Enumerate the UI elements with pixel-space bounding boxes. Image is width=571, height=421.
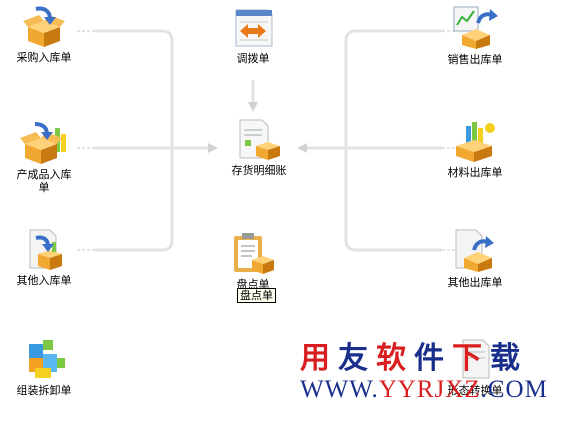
doc-convert-icon bbox=[462, 339, 490, 379]
other-in-node[interactable]: 其他入库单 bbox=[0, 228, 94, 287]
stock-detail-node[interactable]: 存货明细账 bbox=[209, 116, 309, 177]
product-in-label-line1: 产成品入库 bbox=[16, 168, 72, 181]
watermark-url: WWW.YYRJXZ.COM bbox=[300, 376, 570, 404]
box-bars-icon bbox=[456, 122, 495, 162]
watermark-url-domain: YYRJXZ bbox=[378, 376, 481, 403]
watermark-url-www: WWW. bbox=[300, 376, 379, 403]
stocktake-label: 盘点单 bbox=[236, 278, 270, 291]
stocktake-node[interactable]: 盘点单 bbox=[203, 230, 303, 291]
other-in-label: 其他入库单 bbox=[16, 274, 72, 287]
stock-detail-label: 存货明细账 bbox=[231, 164, 287, 177]
purchase-in-node[interactable]: 采购入库单 bbox=[0, 5, 94, 64]
watermark-cn: 用友软件下载 bbox=[300, 342, 570, 376]
chart-box-out-icon bbox=[453, 6, 498, 49]
watermark-char: 用 bbox=[300, 341, 338, 376]
form-convert-label: 形态转换单 bbox=[447, 384, 503, 397]
watermark: 用友软件下载 WWW.YYRJXZ.COM bbox=[300, 342, 570, 404]
ledger-icon bbox=[239, 119, 280, 160]
blocks-icon bbox=[29, 340, 65, 378]
transfer-node[interactable]: 调拨单 bbox=[203, 6, 303, 65]
box-chart-in-icon bbox=[20, 122, 66, 164]
form-convert-node[interactable]: 形态转换单 bbox=[425, 338, 525, 397]
watermark-url-tld: .COM bbox=[480, 376, 548, 403]
other-out-node[interactable]: 其他出库单 bbox=[425, 228, 525, 289]
sales-out-label: 销售出库单 bbox=[447, 53, 503, 66]
purchase-in-label: 采购入库单 bbox=[16, 51, 72, 64]
sales-out-node[interactable]: 销售出库单 bbox=[425, 5, 525, 66]
transfer-label: 调拨单 bbox=[236, 52, 270, 65]
material-out-node[interactable]: 材料出库单 bbox=[425, 118, 525, 179]
material-out-label: 材料出库单 bbox=[447, 166, 503, 179]
transfer-doc-icon bbox=[235, 9, 273, 47]
watermark-char: 下 bbox=[452, 341, 490, 376]
clipboard-box-icon bbox=[234, 233, 274, 274]
doc-box-in-icon bbox=[29, 229, 62, 270]
watermark-char: 件 bbox=[414, 341, 452, 376]
other-out-label: 其他出库单 bbox=[447, 276, 503, 289]
box-in-icon bbox=[23, 6, 65, 47]
product-in-node[interactable]: 产成品入库 单 bbox=[0, 122, 94, 194]
watermark-char: 载 bbox=[490, 341, 528, 376]
doc-box-out-icon bbox=[455, 229, 494, 272]
assembly-node[interactable]: 组装拆卸单 bbox=[0, 338, 94, 397]
stocktake-tooltip: 盘点单 bbox=[237, 288, 276, 303]
product-in-label-line2: 单 bbox=[38, 181, 50, 194]
watermark-char: 友 bbox=[338, 341, 376, 376]
watermark-char: 软 bbox=[376, 341, 414, 376]
assembly-label: 组装拆卸单 bbox=[16, 384, 72, 397]
